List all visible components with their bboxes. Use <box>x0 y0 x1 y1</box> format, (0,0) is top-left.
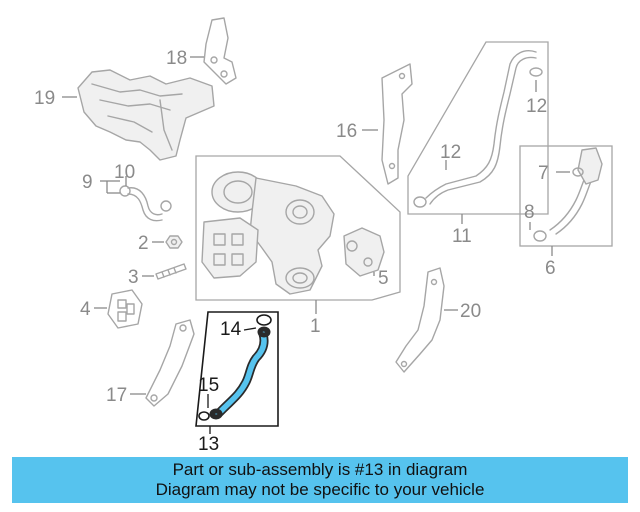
callout-17: 17 <box>106 385 127 406</box>
callout-12-upper: 12 <box>526 96 547 117</box>
callout-16: 16 <box>336 121 357 142</box>
part-6-coolant-pipe: 7 8 6 <box>519 145 613 279</box>
callout-3: 3 <box>128 267 139 288</box>
callout-5: 5 <box>378 268 389 289</box>
part-20-bracket: 20 <box>395 267 481 373</box>
part-18-bracket: 18 <box>166 17 237 85</box>
callout-20: 20 <box>460 301 481 322</box>
part-3-stud: 3 <box>128 263 187 288</box>
parts-diagram: 19 18 9 10 2 3 <box>34 17 613 455</box>
callout-10: 10 <box>114 162 135 183</box>
callout-9: 9 <box>82 172 93 193</box>
part-2-nut: 2 <box>138 233 183 254</box>
callout-14: 14 <box>220 319 242 340</box>
callout-18: 18 <box>166 48 187 69</box>
part-17-bracket: 17 <box>106 319 195 407</box>
part-13-oil-line-highlighted: 14 15 13 <box>195 311 279 455</box>
part-4-gasket: 4 <box>80 289 143 329</box>
part-11-coolant-line: 12 12 11 <box>407 41 549 247</box>
callout-13: 13 <box>198 434 219 455</box>
callout-15: 15 <box>198 375 219 396</box>
callout-11: 11 <box>452 226 472 247</box>
callout-4: 4 <box>80 299 91 320</box>
callout-12-lower: 12 <box>440 142 461 163</box>
banner-line-1: Part or sub-assembly is #13 in diagram <box>172 460 468 479</box>
callout-7: 7 <box>538 163 549 184</box>
part-16-heat-shield: 16 <box>336 63 413 185</box>
callout-6: 6 <box>545 258 556 279</box>
callout-2: 2 <box>138 233 149 254</box>
callout-8: 8 <box>524 202 535 223</box>
part-1-turbocharger: 1 5 <box>195 155 401 337</box>
part-19-heat-shield: 19 <box>34 69 215 161</box>
callout-19: 19 <box>34 88 55 109</box>
callout-1: 1 <box>310 316 321 337</box>
banner-line-2: Diagram may not be specific to your vehi… <box>155 480 485 499</box>
part-10-oil-line: 9 10 <box>82 162 172 222</box>
notice-banner: Part or sub-assembly is #13 in diagram D… <box>12 457 628 503</box>
